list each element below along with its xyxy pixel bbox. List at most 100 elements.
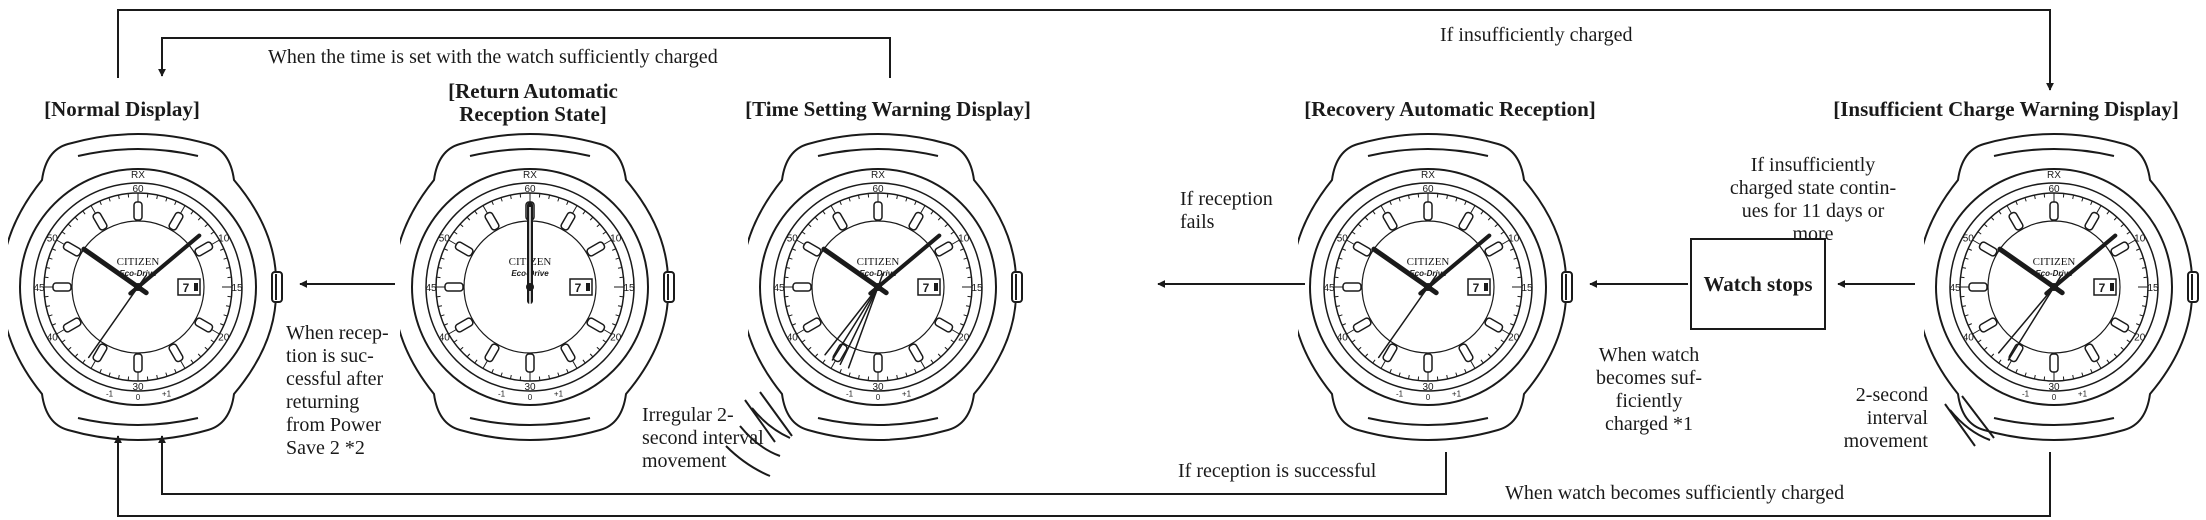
bezel-numeral: 60 [132, 184, 144, 195]
bezel-numeral: 20 [218, 333, 230, 344]
minute-hand [128, 233, 202, 296]
bezel-numeral: 15 [971, 283, 983, 294]
zone-mark: +1 [902, 389, 912, 398]
bezel-inner [33, 182, 243, 392]
label-reception-success-power-save: When recep- tion is suc- cessful after r… [286, 322, 389, 459]
second-hand-trail [831, 286, 879, 361]
date-text: 7 [575, 281, 582, 295]
bezel-numeral: 10 [958, 234, 970, 245]
bezel-numeral: 15 [231, 283, 243, 294]
label-reception-fails: If reception fails [1180, 188, 1273, 233]
bezel-numeral: 40 [47, 333, 59, 344]
watch-hands [1371, 233, 1492, 359]
zone-mark: 0 [1426, 393, 1431, 402]
bezel-numeral: 40 [1337, 333, 1349, 344]
arrow-if-insufficient [117, 9, 2054, 91]
watch-stops-label: Watch stops [1703, 271, 1813, 296]
watch-body [400, 133, 675, 441]
bezel-numeral: 60 [2048, 184, 2060, 195]
hand-pivot [1424, 283, 1432, 291]
bezel-numeral: 40 [1963, 333, 1975, 344]
zone-mark: -1 [498, 389, 506, 398]
bezel-numeral: 30 [132, 382, 144, 393]
bezel-numeral: 10 [2134, 234, 2146, 245]
title-normal-display: [Normal Display] [44, 97, 200, 121]
bezel-numeral: 15 [2147, 283, 2159, 294]
label-irregular-movement: Irregular 2- second interval movement [642, 404, 764, 472]
bezel-outer [1309, 168, 1547, 406]
watch-body [1924, 133, 2199, 441]
brand-text: CITIZEN [857, 256, 900, 268]
label-time-set-sufficient: When the time is set with the watch suff… [268, 46, 718, 68]
watch-lugs [469, 148, 591, 426]
brand-text: CITIZEN [2033, 256, 2076, 268]
zone-mark: +1 [554, 389, 564, 398]
watch-hands [1997, 233, 2118, 361]
movement-arcs-right [1949, 409, 1991, 441]
bezel-numeral: 45 [1949, 283, 1961, 294]
watch-case [1924, 133, 2194, 441]
bezel-numeral: 45 [33, 283, 45, 294]
watch-case [1298, 133, 1568, 441]
label-becomes-sufficient-1: When watch becomes suf- ficiently charge… [1595, 344, 1703, 435]
dial-center-ring [71, 220, 205, 354]
label-becomes-sufficient: When watch becomes sufficiently charged [1505, 482, 1845, 504]
bezel-numeral: 45 [1323, 283, 1335, 294]
bezel-numeral: 15 [1521, 283, 1533, 294]
zone-mark: 0 [876, 393, 881, 402]
subbrand-text: Eco-Drive [859, 269, 897, 278]
date-text: 7 [2099, 281, 2106, 295]
zone-mark: +1 [162, 389, 172, 398]
watch-case [748, 133, 1018, 441]
bezel-numeral: 30 [2048, 382, 2060, 393]
second-hand-trail [1997, 286, 2055, 354]
watch-body [748, 133, 1023, 441]
bezel-outer [19, 168, 257, 406]
arrow-time-set [158, 37, 891, 78]
bezel-inner [1949, 182, 2159, 392]
title-recovery-auto-reception: [Recovery Automatic Reception] [1304, 97, 1596, 121]
watch-lugs [1993, 148, 2115, 426]
bezel-numeral: 60 [1422, 184, 1434, 195]
zone-mark: -1 [1396, 389, 1404, 398]
dial-center-ring [1987, 220, 2121, 354]
zone-mark: 0 [136, 393, 141, 402]
dial-center-ring [811, 220, 945, 354]
bezel-numeral: 50 [787, 234, 799, 245]
brand-text: CITIZEN [117, 256, 160, 268]
zone-mark: 0 [528, 393, 533, 402]
watch-lugs [817, 148, 939, 426]
subbrand-text: Eco-Drive [1409, 269, 1447, 278]
subbrand-text: Eco-Drive [2035, 269, 2073, 278]
bezel-numeral: 15 [623, 283, 635, 294]
bezel-outer [1935, 168, 2173, 406]
hand-pivot [526, 283, 534, 291]
subbrand-text: Eco-Drive [119, 269, 157, 278]
bezel-numeral: 20 [610, 333, 622, 344]
rx-mark: RX [131, 170, 145, 181]
bezel-numeral: 30 [524, 382, 536, 393]
bezel-numeral: 50 [1963, 234, 1975, 245]
hand-pivot [2050, 283, 2058, 291]
watch-lugs [77, 148, 199, 426]
watch-case [8, 133, 278, 441]
watch-stops-box: Watch stops [1690, 238, 1826, 330]
bezel-numeral: 60 [524, 184, 536, 195]
watch-body [8, 133, 283, 441]
title-return-automatic: [Return Automatic Reception State] [448, 79, 618, 126]
hand-pivot [874, 283, 882, 291]
bezel-numeral: 10 [1508, 234, 1520, 245]
watch-hands [526, 202, 534, 327]
second-hand-trail [839, 286, 879, 366]
rx-mark: RX [871, 170, 885, 181]
date-text: 7 [1473, 281, 1480, 295]
watch-case [400, 133, 670, 441]
title-time-setting-warning: [Time Setting Warning Display] [745, 97, 1031, 121]
bezel-numeral: 40 [439, 333, 451, 344]
bezel-numeral: 45 [773, 283, 785, 294]
bezel-numeral: 45 [425, 283, 437, 294]
